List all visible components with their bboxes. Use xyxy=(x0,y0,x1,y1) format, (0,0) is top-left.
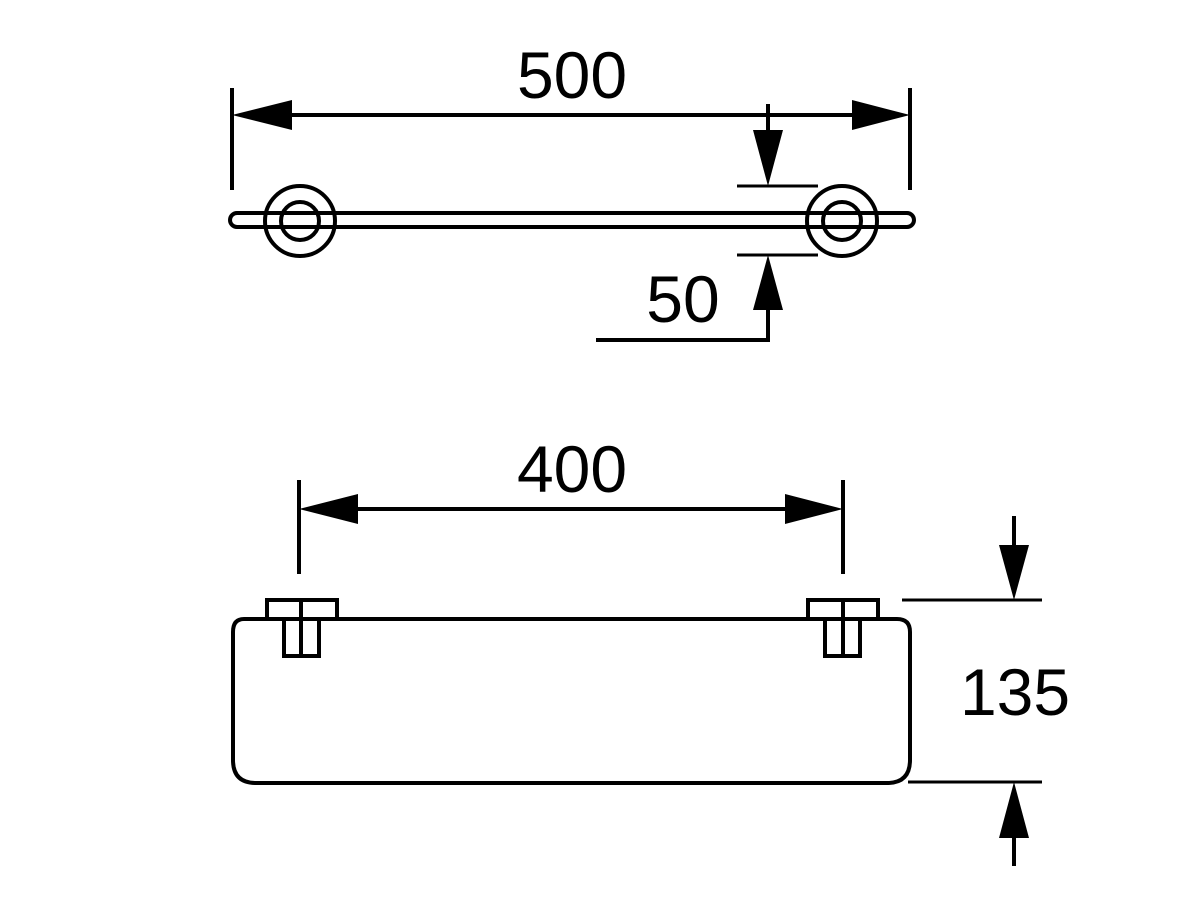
height-label: 135 xyxy=(960,655,1070,729)
depth-arrow-bottom xyxy=(753,255,783,310)
top-view xyxy=(228,88,916,342)
spacing-arrow-right xyxy=(785,494,843,524)
height-arrow-top xyxy=(999,545,1029,600)
spacing-arrow-left xyxy=(299,494,358,524)
glass-shelf-top-view xyxy=(228,211,916,229)
bracket-left-front-view xyxy=(265,598,339,658)
depth-label: 50 xyxy=(646,262,719,336)
bracket-right-front-view xyxy=(806,598,880,658)
width-label: 500 xyxy=(517,38,627,112)
front-view xyxy=(231,480,1042,866)
depth-arrow-top xyxy=(753,130,783,186)
height-arrow-bottom xyxy=(999,782,1029,838)
width-arrow-right xyxy=(852,100,910,130)
depth-leader-line xyxy=(596,305,770,342)
bracket-left-top-view xyxy=(263,184,337,258)
bracket-right-top-view xyxy=(805,184,879,258)
glass-shelf-front-view xyxy=(231,617,912,785)
spacing-label: 400 xyxy=(517,432,627,506)
width-arrow-left xyxy=(232,100,292,130)
